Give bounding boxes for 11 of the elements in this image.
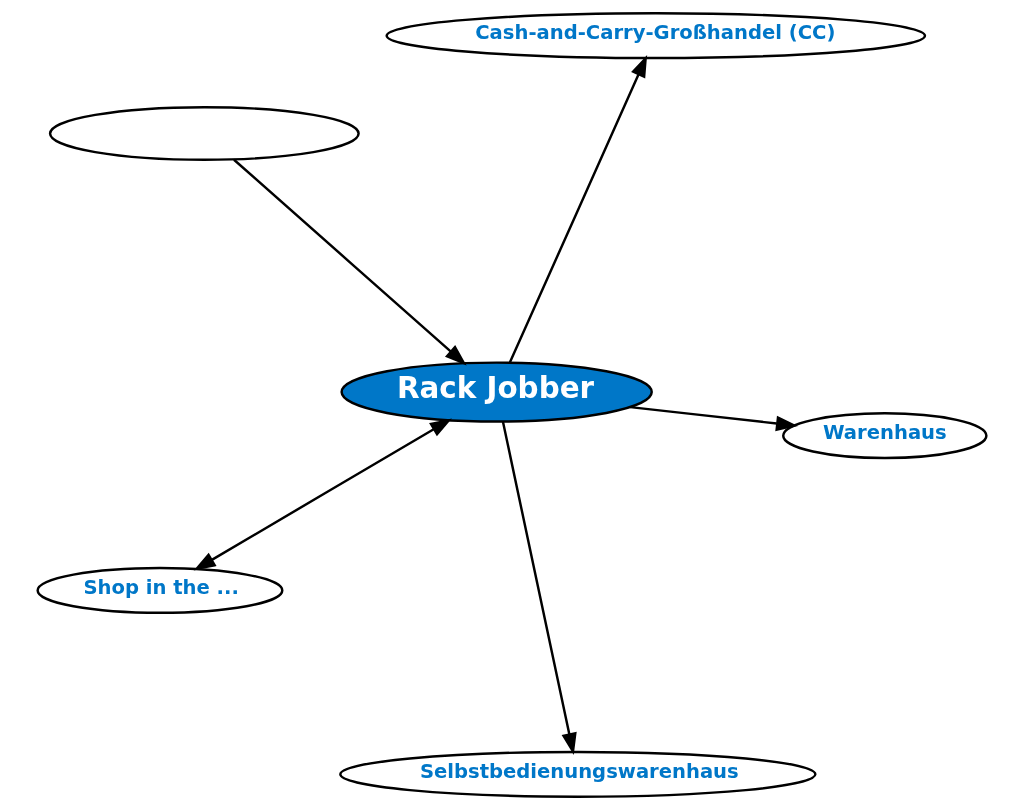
arrow <box>193 418 452 571</box>
node-ellipse <box>48 105 360 162</box>
arrow <box>233 158 467 366</box>
arrow <box>508 55 648 363</box>
node-ellipse: Rack Jobber <box>340 361 653 423</box>
arrow <box>630 405 799 432</box>
node-ellipse: Selbstbedienungswarenhaus <box>339 750 817 798</box>
node-ellipse: Shop in the ... <box>36 566 284 614</box>
node-ellipse: Cash-and-Carry-Großhandel (CC) <box>385 12 927 60</box>
arrow <box>501 421 577 755</box>
node-ellipse: Warenhaus <box>782 412 988 460</box>
